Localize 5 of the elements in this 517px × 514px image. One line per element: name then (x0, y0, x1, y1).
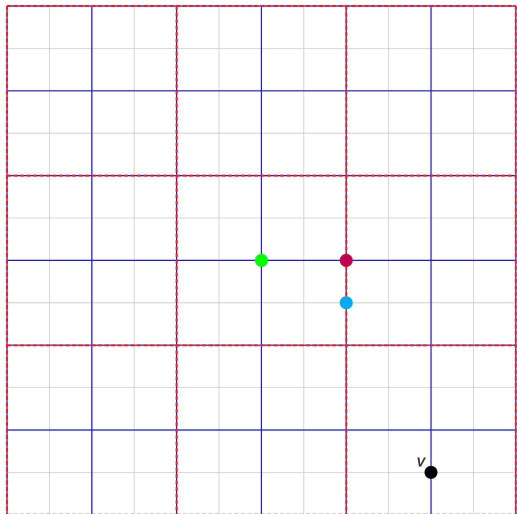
dot (424, 466, 438, 479)
dot (254, 254, 268, 267)
dot (340, 254, 353, 267)
dot (340, 296, 353, 310)
point-label: V (418, 458, 426, 466)
